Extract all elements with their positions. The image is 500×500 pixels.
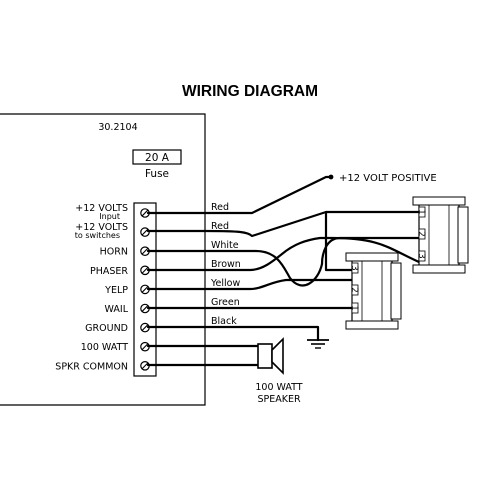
wire-color-label: Red (211, 202, 229, 213)
part-number: 30.2104 (98, 122, 137, 133)
wire-color-label: Green (211, 297, 240, 308)
terminal-label: 100 WATT (81, 342, 128, 353)
wire-brown (146, 236, 421, 272)
top-switch-pins: 1 2 3 (416, 209, 426, 258)
wire-black (146, 325, 320, 342)
ground-symbol (307, 339, 329, 349)
terminal-screw (140, 208, 150, 218)
positive-label: +12 VOLT POSITIVE (339, 173, 437, 184)
fuse-label: Fuse (145, 168, 169, 180)
fuse-rating: 20 A (145, 152, 170, 164)
wire-yellow (146, 278, 354, 291)
terminal-sublabel: Input (99, 212, 120, 221)
wire-red-jumper (324, 210, 354, 272)
wire-white (146, 249, 324, 287)
terminal-screw (140, 227, 150, 237)
terminal-label: +12 VOLTS (75, 222, 128, 233)
switch-pin-number: 1 (416, 209, 426, 214)
terminal-label: YELP (104, 285, 128, 296)
wire-color-label: Black (211, 316, 237, 327)
switch-pin-number: 1 (349, 305, 359, 310)
switch-pin-number: 2 (416, 231, 426, 236)
terminal-label: GROUND (85, 323, 128, 334)
diagram-title: WIRING DIAGRAM (181, 83, 319, 100)
terminal-label: SPKR COMMON (55, 361, 128, 372)
speaker-label-2: SPEAKER (257, 394, 300, 405)
terminal-label: PHASER (90, 266, 128, 277)
terminal-label: +12 VOLTS (75, 203, 128, 214)
switch-pin-number: 3 (349, 265, 359, 270)
positive-terminal-dot (328, 174, 334, 180)
wires (146, 175, 421, 367)
rocker-switch-bottom (345, 252, 402, 330)
speaker-label-1: 100 WATT (255, 382, 302, 393)
rocker-switch-top (412, 196, 469, 274)
wire-color-label: White (211, 240, 239, 251)
terminal-label: HORN (100, 247, 128, 258)
control-box-outline (0, 113, 206, 406)
terminal-sublabel: to switches (75, 231, 120, 240)
wire-color-label: Yellow (210, 278, 240, 289)
speaker-icon (257, 337, 284, 375)
wire-loop (320, 236, 421, 266)
terminal-label: WAIL (105, 304, 129, 315)
switch-pin-number: 3 (416, 253, 426, 258)
switch-pin-number: 2 (349, 287, 359, 292)
fuse-box (132, 149, 182, 165)
wire-color-label: Red (211, 221, 229, 232)
wire-red-input (146, 175, 334, 215)
wire-color-label: Brown (211, 259, 241, 270)
terminal-group (140, 208, 150, 371)
wire-red-switches (146, 210, 421, 238)
terminal-screw (140, 322, 150, 333)
bottom-switch-pins: 3 2 1 (349, 265, 359, 310)
